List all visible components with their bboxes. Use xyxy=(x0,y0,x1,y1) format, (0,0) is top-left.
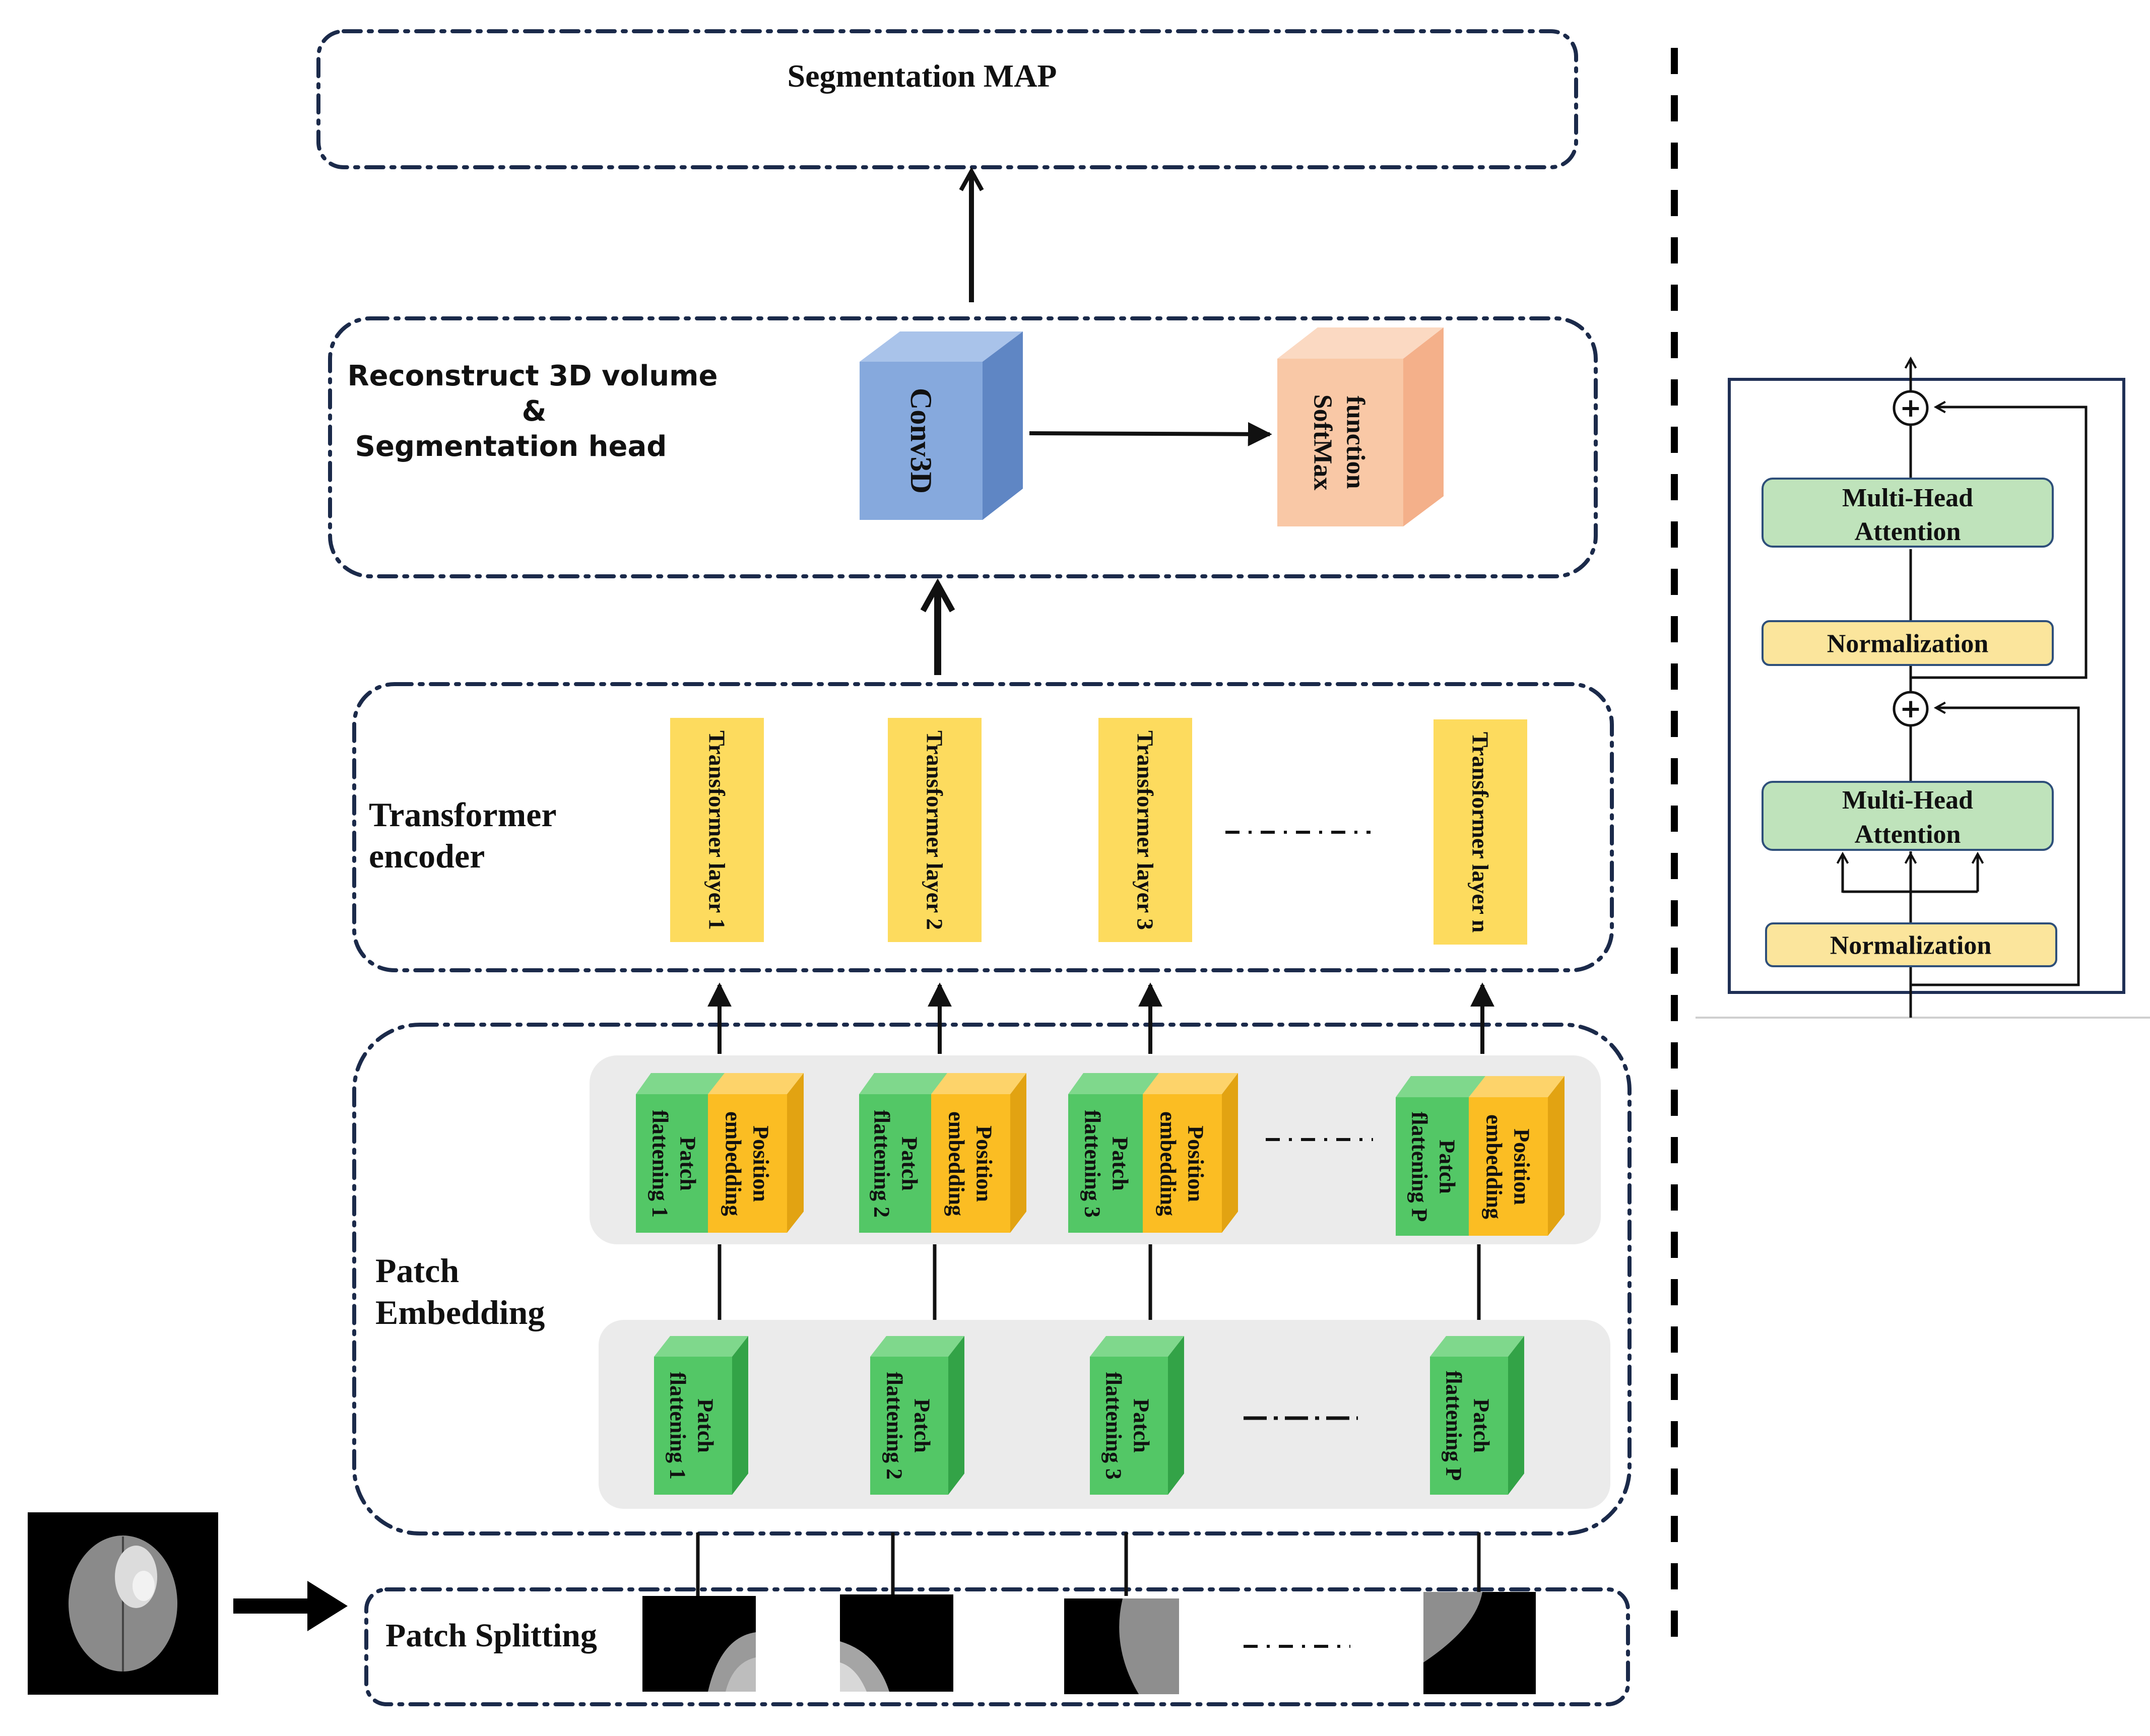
mri-patch-1 xyxy=(642,1596,756,1692)
embed-cube-1: Patch flattening 1 Position embedding xyxy=(636,1073,804,1233)
flatten-p-line1: Patch xyxy=(1469,1398,1494,1453)
flatten-1-line1: Patch xyxy=(693,1398,718,1453)
transformer-layer-1: Transformer layer 1 xyxy=(670,718,764,942)
softmax-label-line1: SoftMax xyxy=(1309,394,1337,491)
norm-bottom-box: Normalization xyxy=(1765,922,2057,967)
add-circle-top-symbol: + xyxy=(1900,393,1922,423)
transformer-layer-3-label: Transformer layer 3 xyxy=(1133,730,1158,930)
split-to-mha-bottom xyxy=(1841,890,1978,893)
embed-p-pos-line1: Position xyxy=(1510,1128,1534,1205)
residual-bottom xyxy=(1911,708,2080,986)
mri-patch-2 xyxy=(840,1594,953,1692)
embed-2-patch-line1: Patch xyxy=(897,1137,922,1191)
embed-3-pos-line2: embedding xyxy=(1156,1111,1181,1216)
mha-bottom-line2: Attention xyxy=(1855,820,1961,849)
patch-splitting-label: Patch Splitting xyxy=(385,1617,597,1654)
transformer-encoder-label-line1: Transformer xyxy=(369,795,557,834)
input-mri-image xyxy=(28,1512,218,1695)
patch-embedding-frame xyxy=(352,1023,1632,1535)
flatten-3-line2: flattening 3 xyxy=(1101,1372,1126,1480)
norm-top-label: Normalization xyxy=(1827,630,1989,658)
flatten-2-line1: Patch xyxy=(910,1398,935,1453)
embed-3-patch-line2: flattening 3 xyxy=(1080,1110,1105,1218)
add-circle-bottom-symbol: + xyxy=(1900,694,1922,724)
add-circle-top: + xyxy=(1893,390,1929,426)
transformer-frame xyxy=(352,682,1614,972)
reconstruct-label-line2: & xyxy=(522,395,547,428)
embed-cube-p: Patch flattening P Position embedding xyxy=(1396,1076,1565,1236)
segmentation-map-label: Segmentation MAP xyxy=(787,58,1057,94)
mha-top-line1: Multi-Head xyxy=(1842,484,1973,512)
softmax-label-line2: function xyxy=(1341,396,1370,489)
flatten-cube-p: Patch flattening P xyxy=(1430,1336,1524,1495)
conv3d-block: Conv3D xyxy=(860,331,1023,520)
embed-1-pos-line1: Position xyxy=(749,1125,773,1202)
patch-embedding-label-line1: Patch xyxy=(375,1251,459,1290)
transformer-layer-3: Transformer layer 3 xyxy=(1098,718,1192,942)
norm-top-box: Normalization xyxy=(1762,620,2054,666)
softmax-block: SoftMax function xyxy=(1277,327,1444,526)
mri-patch-p xyxy=(1423,1592,1536,1694)
flatten-cube-3: Patch flattening 3 xyxy=(1090,1336,1184,1495)
embed-2-patch-line2: flattening 2 xyxy=(870,1110,894,1218)
embed-3-pos-line1: Position xyxy=(1184,1125,1208,1202)
transformer-encoder-label-line2: encoder xyxy=(369,837,485,875)
transformer-layer-2: Transformer layer 2 xyxy=(888,718,982,942)
transformer-layer-n: Transformer layer n xyxy=(1434,719,1527,945)
reconstruct-label-line1: Reconstruct 3D volume xyxy=(348,360,718,392)
embed-p-patch-line2: flattening P xyxy=(1407,1112,1432,1222)
embed-2-pos-line1: Position xyxy=(972,1125,997,1202)
arrow-conv-to-softmax xyxy=(1029,422,1272,446)
flatten-3-line1: Patch xyxy=(1129,1398,1154,1453)
embed-p-patch-line1: Patch xyxy=(1435,1140,1460,1194)
embed-1-patch-line1: Patch xyxy=(676,1137,700,1191)
conv3d-label: Conv3D xyxy=(904,388,938,494)
mri-patch-3 xyxy=(1064,1598,1179,1694)
segmentation-map-frame xyxy=(316,29,1578,169)
embed-1-pos-line2: embedding xyxy=(721,1111,746,1216)
flatten-2-line2: flattening 2 xyxy=(882,1372,907,1480)
embed-1-patch-line2: flattening 1 xyxy=(648,1110,673,1218)
encoder-block-frame xyxy=(1728,378,2125,994)
reconstruct-label-line3: Segmentation head xyxy=(355,430,667,463)
embed-cube-3: Patch flattening 3 Position embedding xyxy=(1068,1073,1238,1233)
mha-bottom-line1: Multi-Head xyxy=(1842,786,1973,815)
mha-bottom-box: Multi-Head Attention xyxy=(1762,781,2054,851)
embed-cube-2: Patch flattening 2 Position embedding xyxy=(859,1073,1026,1233)
embed-3-patch-line1: Patch xyxy=(1108,1137,1133,1191)
embed-2-pos-line2: embedding xyxy=(944,1111,969,1216)
patch-splitting-frame xyxy=(364,1587,1630,1706)
flatten-p-line2: flattening P xyxy=(1442,1371,1466,1481)
flatten-cube-2: Patch flattening 2 xyxy=(870,1336,964,1495)
input-arrow xyxy=(233,1581,348,1631)
reconstruct-frame xyxy=(328,316,1598,578)
patch-embedding-label-line2: Embedding xyxy=(375,1293,545,1331)
flatten-cube-1: Patch flattening 1 xyxy=(654,1336,748,1495)
residual-top xyxy=(1911,407,2088,679)
transformer-layer-2-label: Transformer layer 2 xyxy=(922,730,948,930)
transformer-layer-n-label: Transformer layer n xyxy=(1468,732,1493,933)
mha-top-line2: Attention xyxy=(1855,517,1961,546)
norm-bottom-label: Normalization xyxy=(1830,931,1992,960)
flatten-1-line2: flattening 1 xyxy=(666,1372,690,1480)
add-circle-bottom: + xyxy=(1893,691,1929,727)
transformer-layer-1-label: Transformer layer 1 xyxy=(704,730,730,930)
mha-top-box: Multi-Head Attention xyxy=(1762,478,2054,548)
embed-p-pos-line2: embedding xyxy=(1482,1114,1507,1219)
